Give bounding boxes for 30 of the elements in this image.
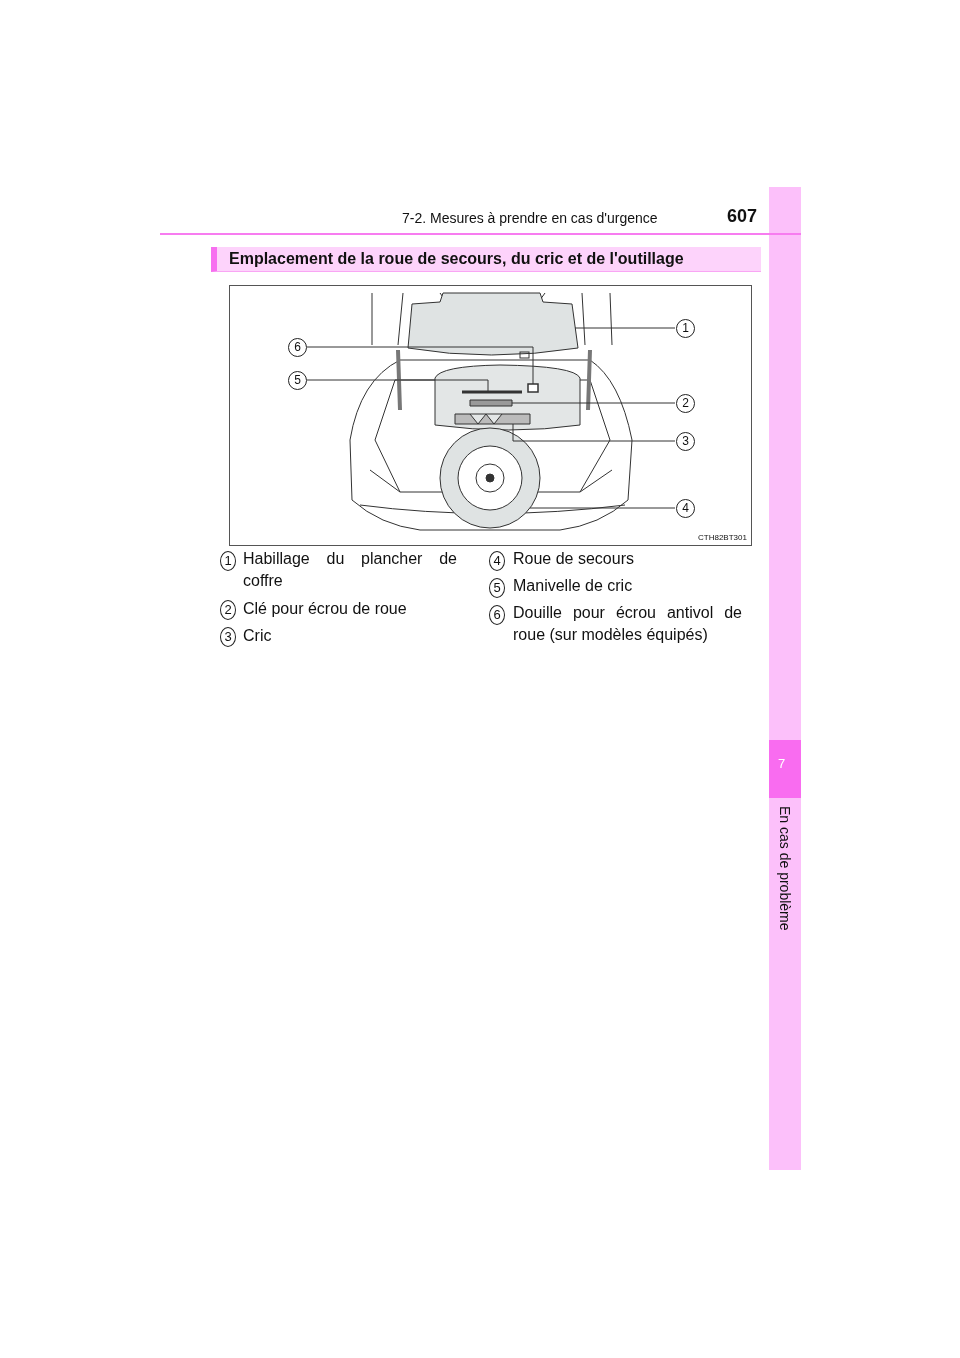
floor-board-drawing: [407, 292, 579, 359]
section-heading: Emplacement de la roue de secours, du cric et de l'outillage: [211, 247, 761, 272]
legend-text: Habillage du plancher de coffre: [243, 549, 457, 591]
callout-number: 5: [288, 371, 307, 390]
chapter-number: 7: [778, 756, 786, 772]
leader-line: [512, 423, 676, 442]
leader-line: [529, 507, 676, 509]
jack-drawing: [454, 413, 531, 425]
header-text: 7-2. Mesures à prendre en cas d'urgence: [402, 209, 658, 227]
leader-line: [306, 346, 534, 385]
leader-line: [574, 327, 676, 329]
legend-text: Clé pour écrou de roue: [243, 599, 408, 619]
legend-text: Manivelle de cric: [513, 576, 634, 596]
legend-text: Cric: [243, 626, 273, 646]
callout-number: 2: [676, 394, 695, 413]
jack-handle-drawing: [462, 390, 522, 394]
legend-text: Douille pour écrou antivol de roue (sur modèles équipés): [513, 603, 742, 645]
leader-line: [306, 379, 489, 392]
figure-code: CTH82BT301: [698, 533, 747, 543]
legend-text: Roue de secours: [513, 549, 635, 569]
spare-tire-drawing: [439, 427, 541, 529]
callout-number: 6: [288, 338, 307, 357]
leader-line: [511, 402, 676, 404]
callout-number: 3: [676, 432, 695, 451]
socket-drawing: [527, 383, 539, 393]
chapter-title: En cas de problème: [776, 806, 794, 931]
wrench-drawing: [469, 399, 513, 407]
callout-number: 1: [676, 319, 695, 338]
page-number: 607: [727, 205, 758, 227]
callout-number: 4: [676, 499, 695, 518]
